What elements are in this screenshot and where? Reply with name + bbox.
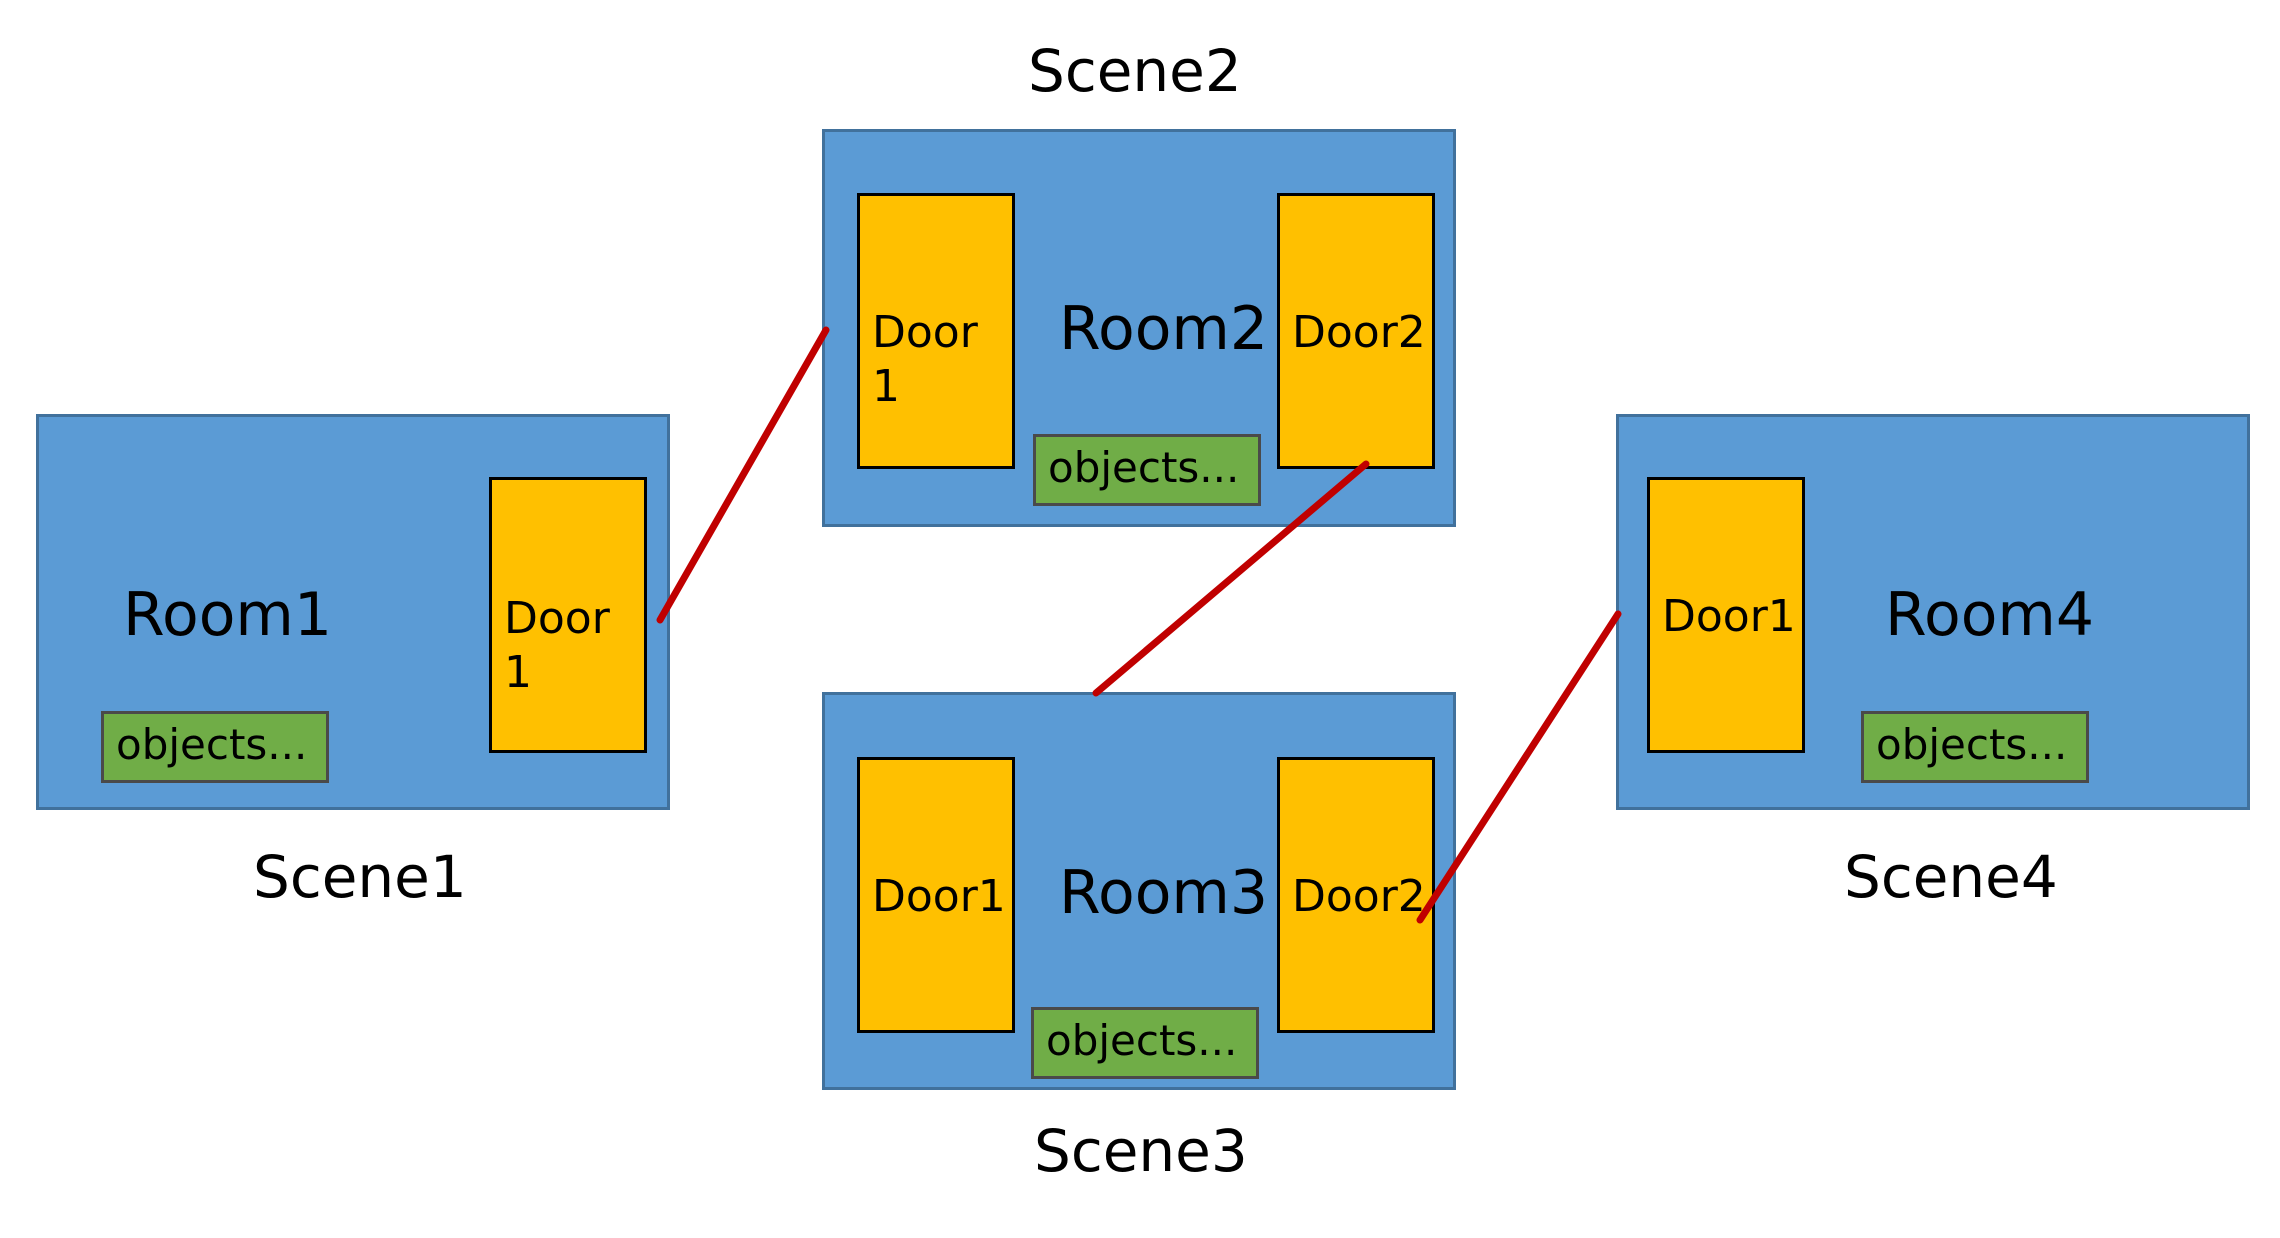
room3-door1-label: Door1 <box>872 871 1006 922</box>
room2-door1: Door 1 <box>857 193 1015 469</box>
room4-box: Room4 Door1 objects... <box>1616 414 2250 810</box>
scene3-label: Scene3 <box>1034 1117 1248 1185</box>
room4-door1-label: Door1 <box>1662 591 1796 642</box>
scene2-label: Scene2 <box>1028 37 1242 105</box>
room3-door1: Door1 <box>857 757 1015 1033</box>
scene1-label: Scene1 <box>253 843 467 911</box>
room2-door2-label: Door2 <box>1292 307 1426 358</box>
room2-label: Room2 <box>1059 294 1269 364</box>
room4-door1: Door1 <box>1647 477 1805 753</box>
room1-box: Room1 Door 1 objects... <box>36 414 670 810</box>
scene4-label: Scene4 <box>1844 843 2058 911</box>
room3-label: Room3 <box>1059 858 1269 928</box>
room2-box: Room2 Door 1 Door2 objects... <box>822 129 1456 527</box>
link-scene1-scene2 <box>656 326 830 624</box>
room2-door1-label: Door 1 <box>872 307 978 412</box>
room2-door2: Door2 <box>1277 193 1435 469</box>
room1-objects: objects... <box>101 711 329 783</box>
room3-box: Room3 Door1 Door2 objects... <box>822 692 1456 1090</box>
room4-objects: objects... <box>1861 711 2089 783</box>
room3-door2: Door2 <box>1277 757 1435 1033</box>
room2-objects: objects... <box>1033 434 1261 506</box>
room1-door1-label: Door 1 <box>504 593 610 698</box>
room3-door2-label: Door2 <box>1292 871 1426 922</box>
room4-label: Room4 <box>1885 580 2095 650</box>
room1-label: Room1 <box>123 580 333 650</box>
room3-objects: objects... <box>1031 1007 1259 1079</box>
room1-door1: Door 1 <box>489 477 647 753</box>
